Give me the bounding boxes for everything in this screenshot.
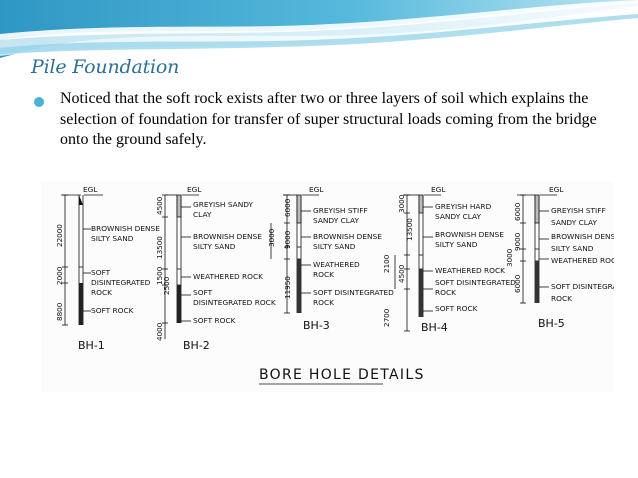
bh-1-top-label: EGL <box>83 185 98 194</box>
bh-5-layer-2: SANDY CLAY <box>551 218 597 227</box>
bh-4-depth-3: 2100 <box>382 254 391 273</box>
bore-hole-diagram: EGL 22000 2000 8800 BROWNISH DENSE SILTY… <box>55 185 614 385</box>
borehole-bh-4: EGL 3000 13500 2100 4500 2700 GREYISH HA… <box>382 185 516 334</box>
bh-1-name: BH-1 <box>78 339 105 352</box>
borehole-bh-3: EGL 6000 9000 3000 11950 GREYISH STIFF S… <box>267 185 394 332</box>
bh-2-layer-4: SILTY SAND <box>193 242 236 251</box>
bh-3-layer-1: GREYISH STIFF <box>313 206 368 215</box>
header-wave-decoration <box>0 0 638 58</box>
bh-2-layer-3: BROWNISH DENSE <box>193 232 262 241</box>
bh-3-depth-2: 9000 <box>283 230 292 249</box>
borehole-bh-5: EGL 6000 9000 3000 6000 GREYISH STIFF SA… <box>505 185 614 330</box>
bh-5-top-label: EGL <box>549 185 564 194</box>
bh-5-layer-4: SILTY SAND <box>551 244 594 253</box>
bh-4-layer-4: SILTY SAND <box>435 240 478 249</box>
bh-2-layer-2: CLAY <box>193 210 212 219</box>
bh-1-depth-1: 22000 <box>55 224 64 247</box>
bh-5-depth-2: 9000 <box>513 232 522 251</box>
bh-3-layer-6: ROCK <box>313 270 334 279</box>
borehole-bh-1: EGL 22000 2000 8800 BROWNISH DENSE SILTY… <box>55 185 160 352</box>
bh-2-layer-8: SOFT ROCK <box>193 316 236 325</box>
bh-1-layer-1: BROWNISH DENSE <box>91 224 160 233</box>
borehole-bh-2: EGL 4500 13500 1500 2500 4000 GREYISH SA… <box>155 185 276 352</box>
bh-3-depth-1: 6000 <box>283 198 292 217</box>
bh-2-layer-1: GREYISH SANDY <box>193 200 254 209</box>
bullet-item: Noticed that the soft rock exists after … <box>30 89 600 151</box>
bh-3-layer-5: WEATHERED <box>313 260 360 269</box>
bh-5-name: BH-5 <box>538 317 565 330</box>
bh-3-layer-4: SILTY SAND <box>313 242 356 251</box>
bh-5-layer-6: SOFT DISINTEGRATED <box>551 282 614 291</box>
bh-4-layer-7: ROCK <box>435 288 456 297</box>
bh-3-top-label: EGL <box>309 185 324 194</box>
bh-4-layer-3: BROWNISH DENSE <box>435 230 504 239</box>
bh-3-depth-3: 3000 <box>267 228 276 247</box>
bh-2-top-label: EGL <box>187 185 202 194</box>
bh-4-depth-1: 3000 <box>397 194 406 213</box>
slide-title: Pile Foundation <box>31 56 180 78</box>
bh-4-top-label: EGL <box>431 185 446 194</box>
bh-4-layer-8: SOFT ROCK <box>435 304 478 313</box>
bh-1-layer-5: ROCK <box>91 288 112 297</box>
bh-4-depth-5: 2700 <box>382 308 391 327</box>
bh-2-depth-2: 13500 <box>155 236 164 259</box>
bh-4-depth-2: 13500 <box>405 218 414 241</box>
bh-1-layer-3: SOFT <box>91 268 111 277</box>
bh-2-name: BH-2 <box>183 339 210 352</box>
bullet-dot-icon <box>34 97 44 107</box>
bh-5-layer-7: ROCK <box>551 294 572 303</box>
bh-5-depth-3: 3000 <box>505 248 514 267</box>
bh-3-depth-4: 11950 <box>283 276 292 299</box>
drawing-caption: BORE HOLE DETAILS <box>259 367 425 383</box>
bh-2-depth-3: 1500 <box>155 266 164 285</box>
bh-4-depth-4: 4500 <box>397 264 406 283</box>
bh-4-layer-2: SANDY CLAY <box>435 212 481 221</box>
bh-5-layer-1: GREYISH STIFF <box>551 206 606 215</box>
bh-2-depth-5: 4000 <box>155 322 164 341</box>
bh-2-layer-7: DISINTEGRATED ROCK <box>193 298 276 307</box>
bh-1-layer-6: SOFT ROCK <box>91 306 134 315</box>
bh-2-depth-1: 4500 <box>155 196 164 215</box>
bh-1-depth-3: 8800 <box>55 302 64 321</box>
bh-3-layer-8: ROCK <box>313 298 334 307</box>
bh-5-layer-3: BROWNISH DENSE <box>551 232 614 241</box>
bh-2-depth-4: 2500 <box>162 276 171 295</box>
bh-3-layer-7: SOFT DISINTEGRATED <box>313 288 394 297</box>
bh-5-layer-5: WEATHERED ROCK <box>551 256 614 265</box>
bh-2-layer-6: SOFT <box>193 288 213 297</box>
bh-5-depth-1: 6000 <box>513 202 522 221</box>
bh-3-name: BH-3 <box>303 319 330 332</box>
bh-1-depth-2: 2000 <box>55 266 64 285</box>
bh-4-name: BH-4 <box>421 321 448 334</box>
bore-hole-drawing: EGL 22000 2000 8800 BROWNISH DENSE SILTY… <box>41 181 614 392</box>
bullet-text: Noticed that the soft rock exists after … <box>60 90 597 148</box>
bh-5-depth-4: 6000 <box>513 274 522 293</box>
bh-3-layer-2: SANDY CLAY <box>313 216 359 225</box>
bh-3-layer-3: BROWNISH DENSE <box>313 232 382 241</box>
bh-2-layer-5: WEATHERED ROCK <box>193 272 263 281</box>
bh-1-layer-2: SILTY SAND <box>91 234 134 243</box>
bh-4-layer-1: GREYISH HARD <box>435 202 492 211</box>
bh-4-layer-5: WEATHERED ROCK <box>435 266 505 275</box>
bh-4-layer-6: SOFT DISINTEGRATED <box>435 278 516 287</box>
bh-1-layer-4: DISINTEGRATED <box>91 278 151 287</box>
